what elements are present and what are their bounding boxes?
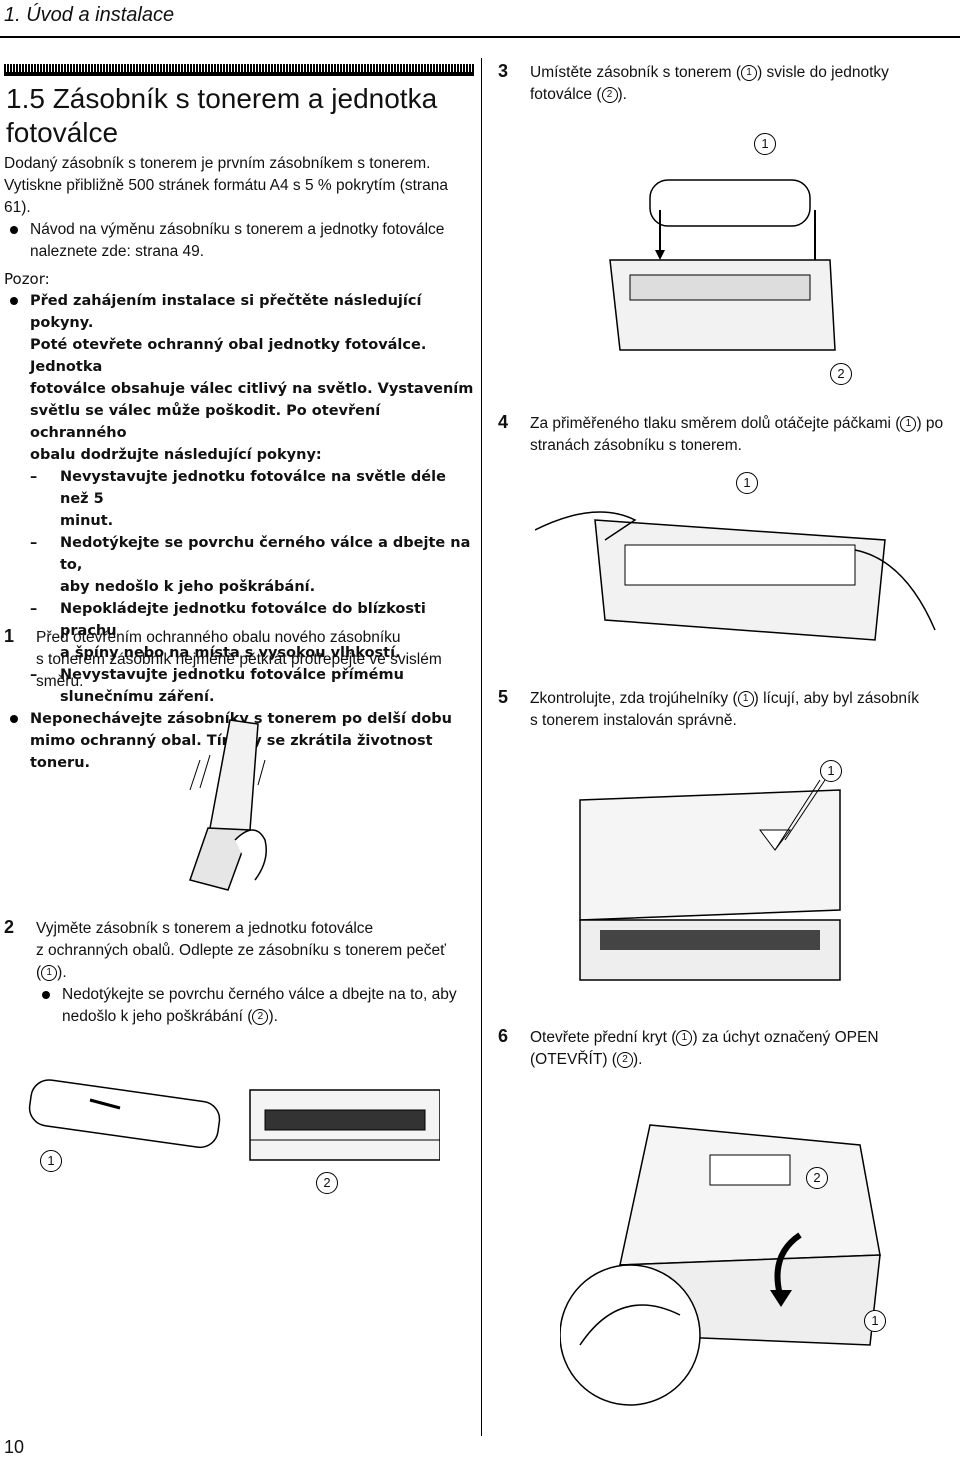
callout-1: 1 xyxy=(820,760,842,782)
caution-block: Před zahájením instalace si přečtěte nás… xyxy=(4,290,476,774)
step-line: Otevřete přední kryt (1) za úchyt označe… xyxy=(530,1029,879,1046)
section-title: 1.5 Zásobník s tonerem a jednotka fotová… xyxy=(6,82,476,150)
callout-2: 2 xyxy=(316,1172,338,1194)
insert-toner-illustration xyxy=(609,179,836,351)
dash-item: – Nevystavujte jednotku fotoválce na svě… xyxy=(30,466,476,532)
step-4-number: 4 xyxy=(498,412,509,432)
dash-line: aby nedošlo k jeho poškrábání. xyxy=(60,579,316,595)
step-6-text: Otevřete přední kryt (1) za úchyt označe… xyxy=(530,1027,955,1071)
dash-line: Nevystavujte jednotku fotoválce na světl… xyxy=(60,469,446,507)
open-front-cover-illustration xyxy=(560,1124,881,1406)
step-2-text: Vyjměte zásobník s tonerem a jednotku fo… xyxy=(36,918,476,1028)
bullet-icon xyxy=(10,297,18,305)
callout-ref-1: 1 xyxy=(900,415,917,432)
step-1-number: 1 xyxy=(4,626,15,646)
intro-line: Vytiskne přibližně 500 stránek formátu A… xyxy=(4,177,448,194)
callout-1: 1 xyxy=(736,472,758,494)
callout-ref-1: 1 xyxy=(41,964,58,981)
shake-toner-illustration xyxy=(189,719,267,891)
step-5-text: Zkontrolujte, zda trojúhelníky (1) lícuj… xyxy=(530,688,955,732)
step-3-number: 3 xyxy=(498,61,509,81)
step-4-text: Za přiměřeného tlaku směrem dolů otáčejt… xyxy=(530,413,955,457)
caution-line: Poté otevřete ochranný obal jednotky fot… xyxy=(30,337,427,375)
step-line: fotoválce (2). xyxy=(530,86,627,103)
dash-item: – Nepokládejte jednotku fotoválce do blí… xyxy=(30,598,476,664)
bullet-line: naleznete zde: strana 49. xyxy=(30,243,205,260)
dash-item: – Nevystavujte jednotku fotoválce přímém… xyxy=(30,664,476,708)
callout-ref-2: 2 xyxy=(252,1008,269,1025)
caution-bullet-2: Neponechávejte zásobníky s tonerem po de… xyxy=(4,708,476,774)
rotate-levers-illustration xyxy=(535,511,936,641)
intro-text: Dodaný zásobník s tonerem je prvním záso… xyxy=(4,153,474,263)
bullet-line: Nedotýkejte se povrchu černého válce a d… xyxy=(62,986,457,1003)
caution-line: Před zahájením instalace si přečtěte nás… xyxy=(30,293,422,331)
section-bar xyxy=(4,72,474,76)
step-line: stranách zásobníku s tonerem. xyxy=(530,437,742,454)
dash-marker: – xyxy=(30,535,38,551)
running-header: 1. Úvod a instalace xyxy=(4,4,175,26)
step-line: s tonerem instalován správně. xyxy=(530,712,737,729)
dash-line: a špíny nebo na místa s vysokou vlhkostí… xyxy=(60,645,401,661)
caution-bullet-1: Před zahájením instalace si přečtěte nás… xyxy=(4,290,476,708)
bullet-line: Návod na výměnu zásobníku s tonerem a je… xyxy=(30,221,445,238)
step-2-number: 2 xyxy=(4,917,15,937)
callout-ref-1: 1 xyxy=(741,64,758,81)
dash-line: slunečnímu záření. xyxy=(60,689,215,705)
toner-and-drum-illustration xyxy=(28,1079,440,1161)
callout-2: 2 xyxy=(830,363,852,385)
step-line: Zkontrolujte, zda trojúhelníky (1) lícuj… xyxy=(530,690,920,707)
callout-1: 1 xyxy=(40,1150,62,1172)
bullet-icon xyxy=(42,991,50,999)
step-5-number: 5 xyxy=(498,687,509,707)
callout-1: 1 xyxy=(754,133,776,155)
dash-line: Nepokládejte jednotku fotoválce do blízk… xyxy=(60,601,426,639)
step-line: (1). xyxy=(36,964,67,981)
callout-ref-2: 2 xyxy=(616,1051,633,1068)
drum-unit xyxy=(249,1089,440,1161)
step-line: Před otevřením ochranného obalu nového z… xyxy=(36,629,401,646)
intro-line: Dodaný zásobník s tonerem je prvním záso… xyxy=(4,155,431,172)
bullet-icon xyxy=(10,715,18,723)
column-divider xyxy=(481,58,482,1436)
dash-line: Nedotýkejte se povrchu černého válce a d… xyxy=(60,535,471,573)
intro-bullet: Návod na výměnu zásobníku s tonerem a je… xyxy=(4,219,474,263)
check-triangles-illustration xyxy=(579,779,841,981)
section-title-line1: 1.5 Zásobník s tonerem a jednotka xyxy=(6,83,438,114)
step-2-bullet: Nedotýkejte se povrchu černého válce a d… xyxy=(36,984,476,1028)
section-bar-pattern xyxy=(4,64,474,74)
step-line: směru. xyxy=(36,673,84,690)
section-title-line2: fotoválce xyxy=(6,117,119,148)
caution-line: obalu dodržujte následující pokyny: xyxy=(30,447,322,463)
step-line: s tonerem zásobník nejméně pětkrát protř… xyxy=(36,651,442,668)
caution-line: Neponechávejte zásobníky s tonerem po de… xyxy=(30,711,453,727)
callout-ref-2: 2 xyxy=(601,86,618,103)
step-1-text: Před otevřením ochranného obalu nového z… xyxy=(36,627,476,693)
callout-ref-1: 1 xyxy=(676,1029,693,1046)
step-line: Vyjměte zásobník s tonerem a jednotku fo… xyxy=(36,920,374,937)
dash-item: – Nedotýkejte se povrchu černého válce a… xyxy=(30,532,476,598)
step-line: z ochranných obalů. Odlepte ze zásobníku… xyxy=(36,942,446,959)
header-rule xyxy=(0,36,960,38)
callout-ref-1: 1 xyxy=(737,690,754,707)
dash-line: minut. xyxy=(60,513,114,529)
caution-line: světlu se válec může poškodit. Po otevře… xyxy=(30,403,381,441)
callout-1: 1 xyxy=(864,1310,886,1332)
callout-2: 2 xyxy=(806,1167,828,1189)
bullet-line: nedošlo k jeho poškrábání (2). xyxy=(62,1008,278,1025)
dash-line: Nevystavujte jednotku fotoválce přímému xyxy=(60,667,404,683)
intro-line: 61). xyxy=(4,199,31,216)
step-line: (OTEVŘÍT) (2). xyxy=(530,1051,643,1068)
step-6-number: 6 xyxy=(498,1026,509,1046)
step-line: Za přiměřeného tlaku směrem dolů otáčejt… xyxy=(530,415,944,432)
step-3-text: Umístěte zásobník s tonerem (1) svisle d… xyxy=(530,62,955,106)
step-line: Umístěte zásobník s tonerem (1) svisle d… xyxy=(530,64,889,81)
dash-marker: – xyxy=(30,667,38,683)
caution-label: Pozor: xyxy=(4,270,50,288)
dash-marker: – xyxy=(30,469,38,485)
toner-cartridge xyxy=(28,1079,221,1149)
dash-marker: – xyxy=(30,601,38,617)
caution-line: fotoválce obsahuje válec citlivý na svět… xyxy=(30,381,474,397)
bullet-icon xyxy=(10,226,18,234)
page-number: 10 xyxy=(4,1437,25,1457)
